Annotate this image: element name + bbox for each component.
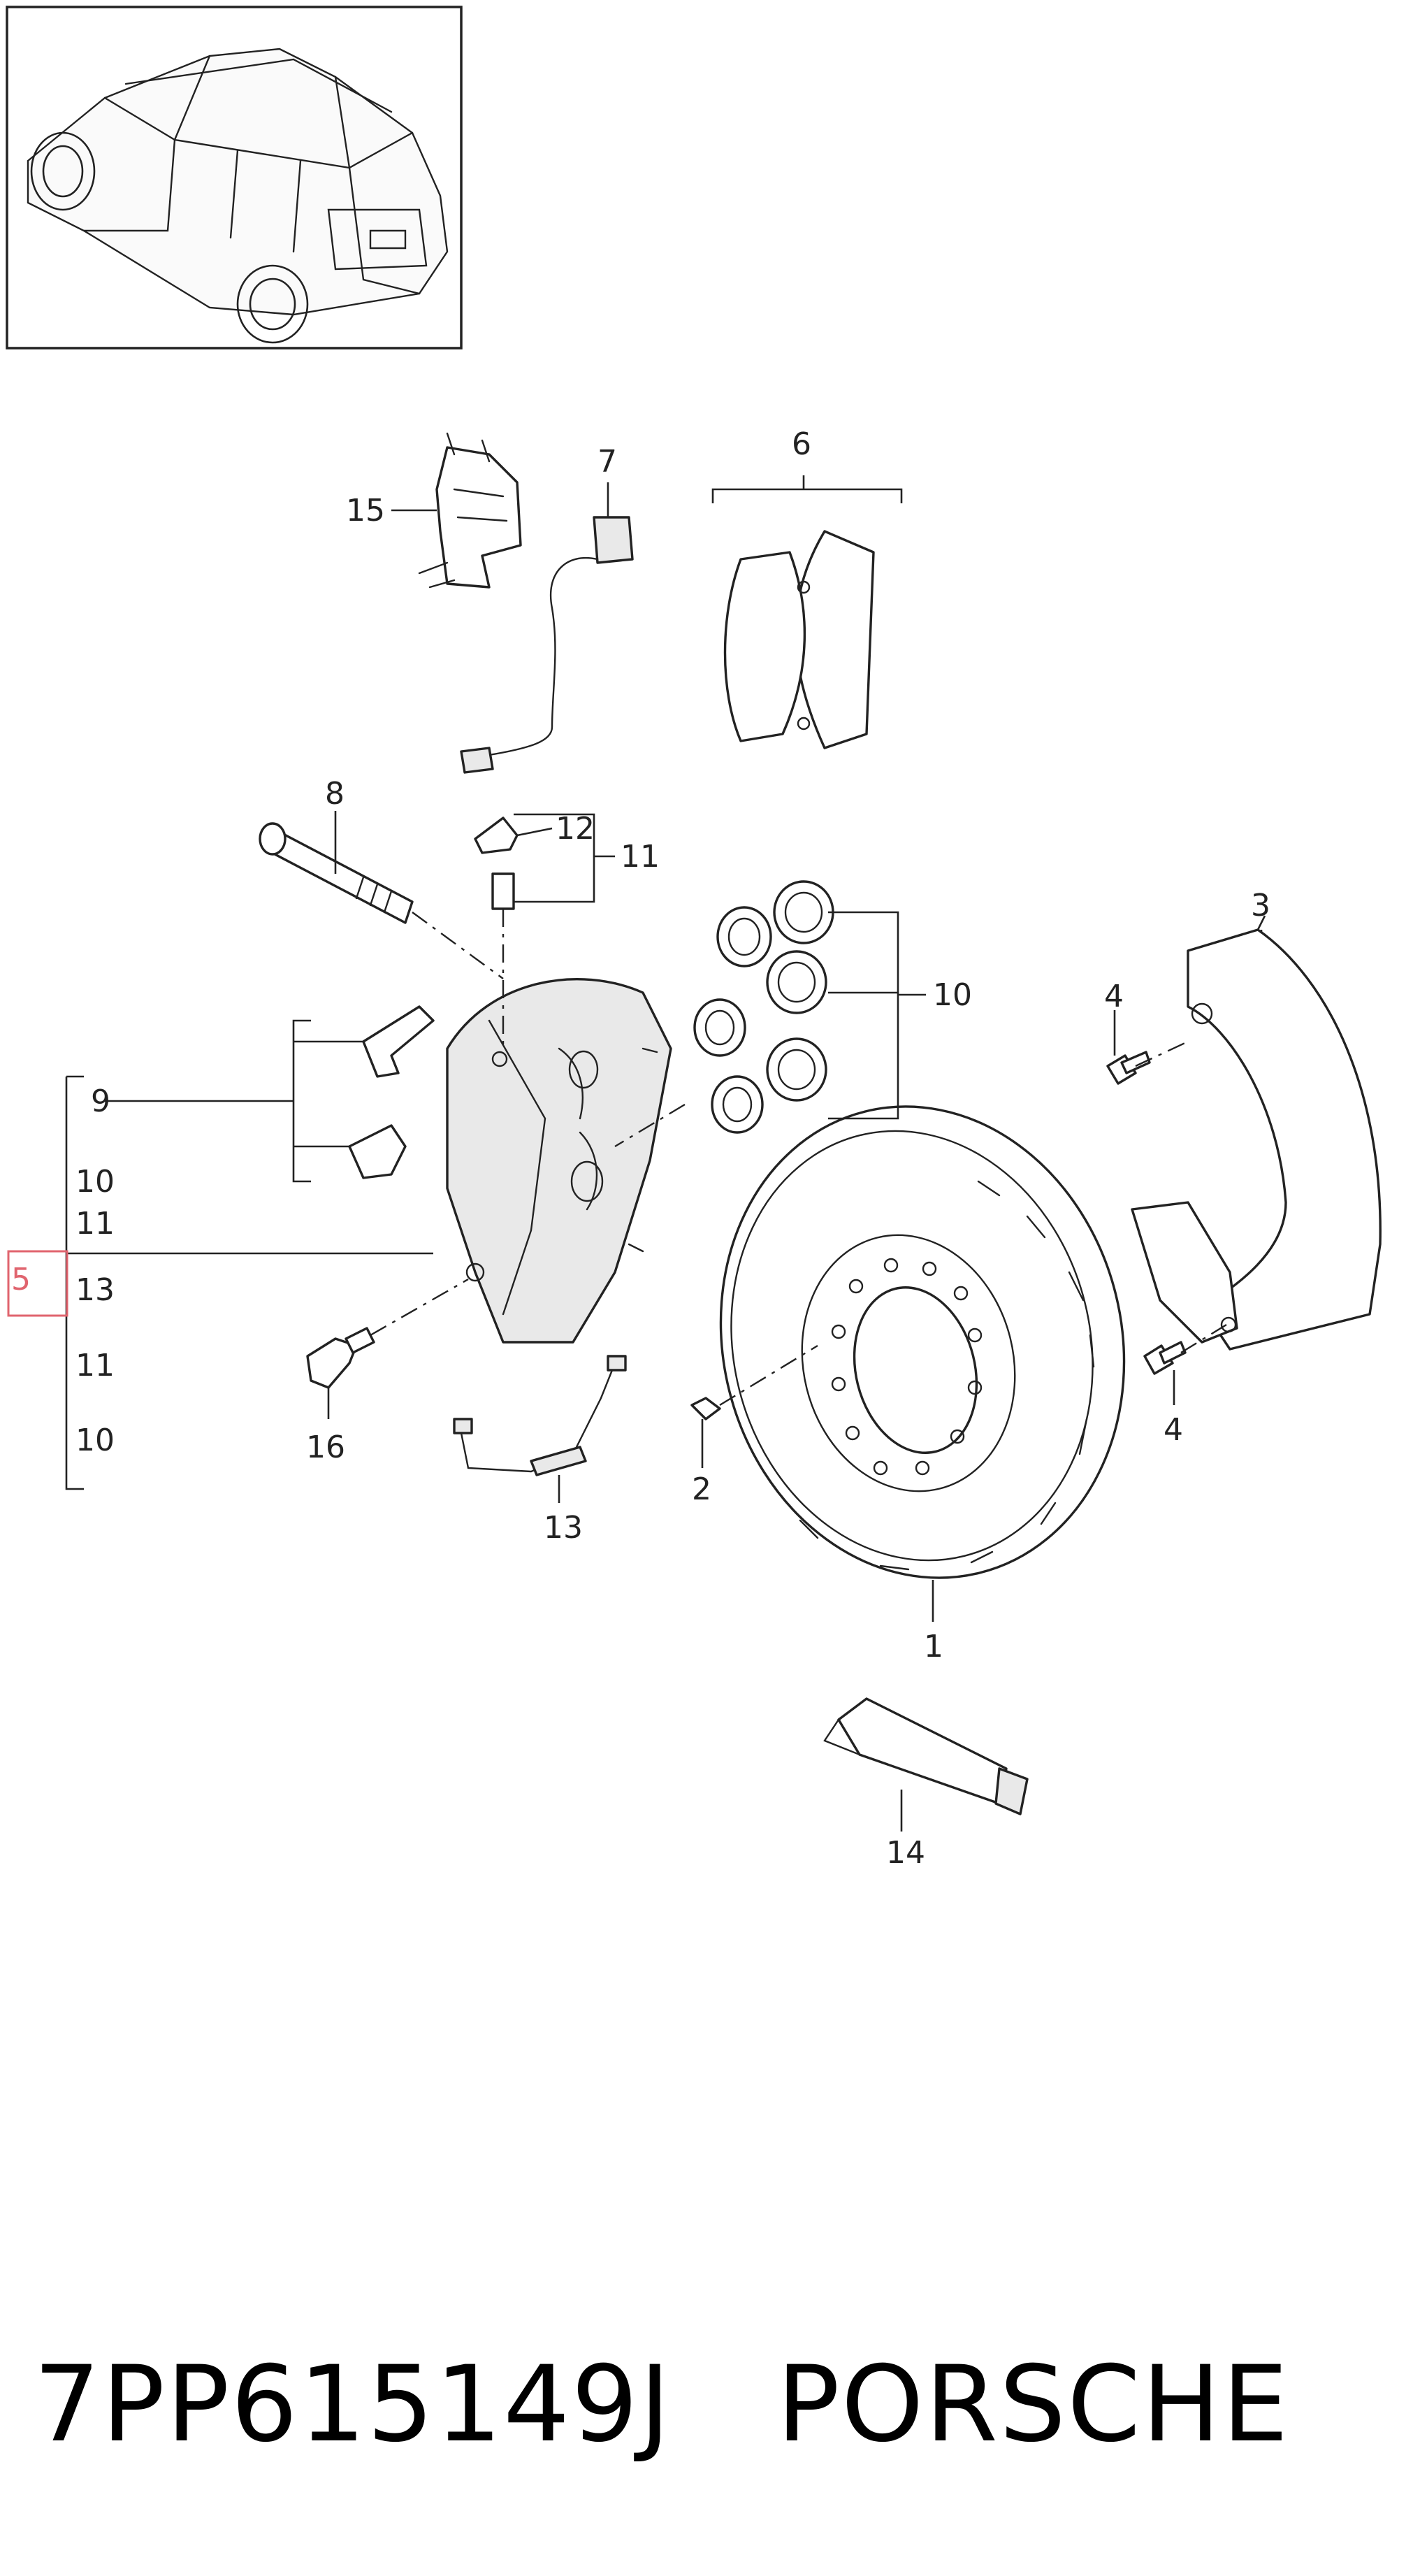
part-7-wear-sensor	[460, 516, 634, 774]
part-14-grease-tube	[823, 1697, 1029, 1815]
callout-3: 3	[1251, 888, 1270, 923]
callout-13-a: 13	[75, 1272, 115, 1308]
part-13-brake-line	[453, 1355, 627, 1476]
part-2-screw	[690, 1397, 721, 1420]
callout-14: 14	[886, 1835, 925, 1871]
part-1-brake-disc	[719, 1105, 1126, 1579]
part-number-footer: 7PP615149J PORSCHE	[34, 2321, 1389, 2489]
callout-15: 15	[346, 493, 385, 528]
callout-13-b: 13	[544, 1510, 583, 1546]
vehicle-thumbnail	[6, 6, 463, 350]
part-5-caliper	[446, 977, 672, 1344]
part-3-dust-shield	[1131, 928, 1382, 1351]
part-8-guide-pin	[259, 822, 414, 924]
part-16-bolt	[306, 1327, 375, 1389]
part-12-bleeder	[474, 816, 519, 910]
callout-6: 6	[792, 426, 811, 462]
callout-4-a: 4	[1104, 979, 1124, 1014]
callout-8: 8	[325, 776, 345, 812]
part-4-bolts	[1106, 1051, 1187, 1375]
callout-labels: 15 7 6 8 12 11 3 10 4 9 10 11 5 13 11 10…	[11, 426, 1270, 1871]
callout-11-c: 11	[75, 1348, 115, 1383]
part-9-clips	[348, 1005, 435, 1179]
callout-5: 5	[11, 1262, 31, 1297]
callout-9: 9	[91, 1084, 110, 1119]
brand-name: PORSCHE	[776, 2344, 1290, 2466]
part-number: 7PP615149J	[34, 2344, 672, 2466]
callout-7: 7	[597, 444, 617, 480]
callout-10-a: 10	[933, 977, 972, 1013]
leader-lines	[65, 475, 1266, 1832]
part-10-pistons	[693, 880, 834, 1134]
callout-4-b: 4	[1164, 1412, 1183, 1448]
callout-11-a: 11	[621, 839, 660, 875]
part-6-brake-pads	[723, 530, 875, 749]
callout-1: 1	[924, 1629, 943, 1664]
callout-10-b: 10	[75, 1164, 115, 1200]
callout-5-highlight	[7, 1250, 68, 1317]
callout-16: 16	[306, 1430, 345, 1465]
part-15-bracket	[418, 432, 522, 589]
callout-10-c: 10	[75, 1423, 115, 1458]
callout-11-b: 11	[75, 1206, 115, 1242]
callout-12: 12	[556, 811, 595, 847]
callout-2: 2	[692, 1472, 711, 1507]
